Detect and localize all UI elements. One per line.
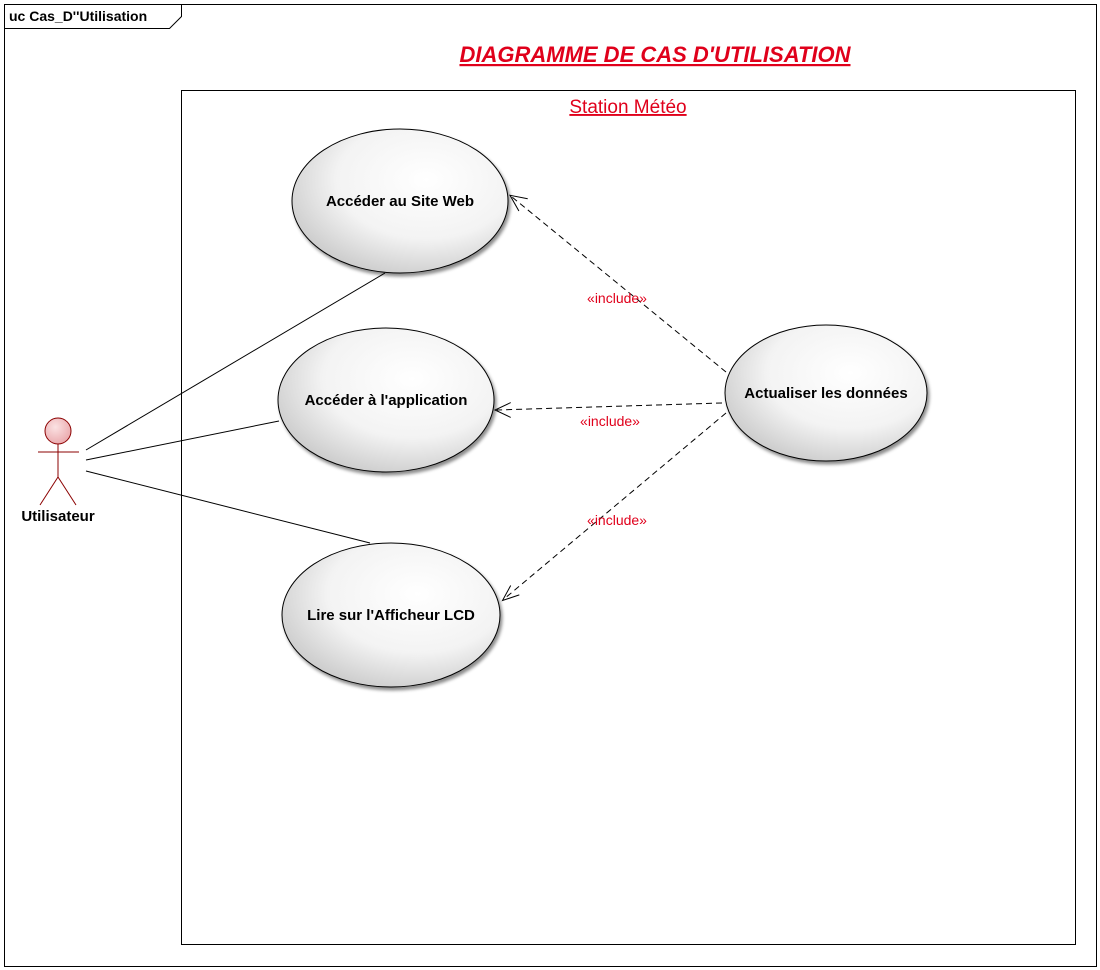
diagram-title: DIAGRAMME DE CAS D'UTILISATION [459, 42, 851, 67]
diagram-frame [4, 4, 1097, 967]
include-dependencies [493, 194, 727, 602]
include-stereotype-label: «include» [587, 290, 647, 306]
include-line[interactable] [511, 196, 727, 373]
use-case-application[interactable]: Accéder à l'application [277, 327, 495, 473]
use-case-ellipse[interactable] [281, 542, 501, 688]
use-case-lcd[interactable]: Lire sur l'Afficheur LCD [281, 542, 501, 688]
association-line[interactable] [85, 272, 386, 451]
use-case-ellipse[interactable] [291, 128, 509, 274]
frame-tab-label: uc Cas_D''Utilisation [9, 8, 147, 24]
use-case-label: Actualiser les données [744, 385, 907, 402]
actor-stick-figure-icon [38, 417, 79, 506]
include-arrowhead [493, 402, 511, 418]
use-case-ellipse[interactable] [724, 324, 928, 462]
include-arrowhead [509, 194, 528, 212]
use-case-ellipse[interactable] [277, 327, 495, 473]
include-stereotype-label: «include» [580, 413, 640, 429]
association-line[interactable] [85, 420, 280, 461]
system-name: Station Météo [569, 97, 686, 118]
include-line[interactable] [496, 402, 723, 411]
use-case-label: Lire sur l'Afficheur LCD [307, 607, 475, 624]
use-case-actualiser[interactable]: Actualiser les données [724, 324, 928, 462]
actor-name: Utilisateur [21, 508, 95, 525]
association-line[interactable] [85, 470, 371, 544]
use-case-site-web[interactable]: Accéder au Site Web [291, 128, 509, 274]
include-stereotype-label: «include» [587, 512, 647, 528]
use-case-label: Accéder à l'application [305, 392, 468, 409]
system-boundary[interactable] [181, 90, 1076, 945]
actor-head [44, 417, 72, 445]
actor-utilisateur[interactable]: Utilisateur [21, 417, 95, 525]
use-case-label: Accéder au Site Web [326, 193, 474, 210]
include-arrowhead [501, 585, 520, 602]
include-line[interactable] [503, 412, 727, 600]
associations [85, 272, 386, 544]
frame-tab[interactable] [4, 4, 182, 29]
